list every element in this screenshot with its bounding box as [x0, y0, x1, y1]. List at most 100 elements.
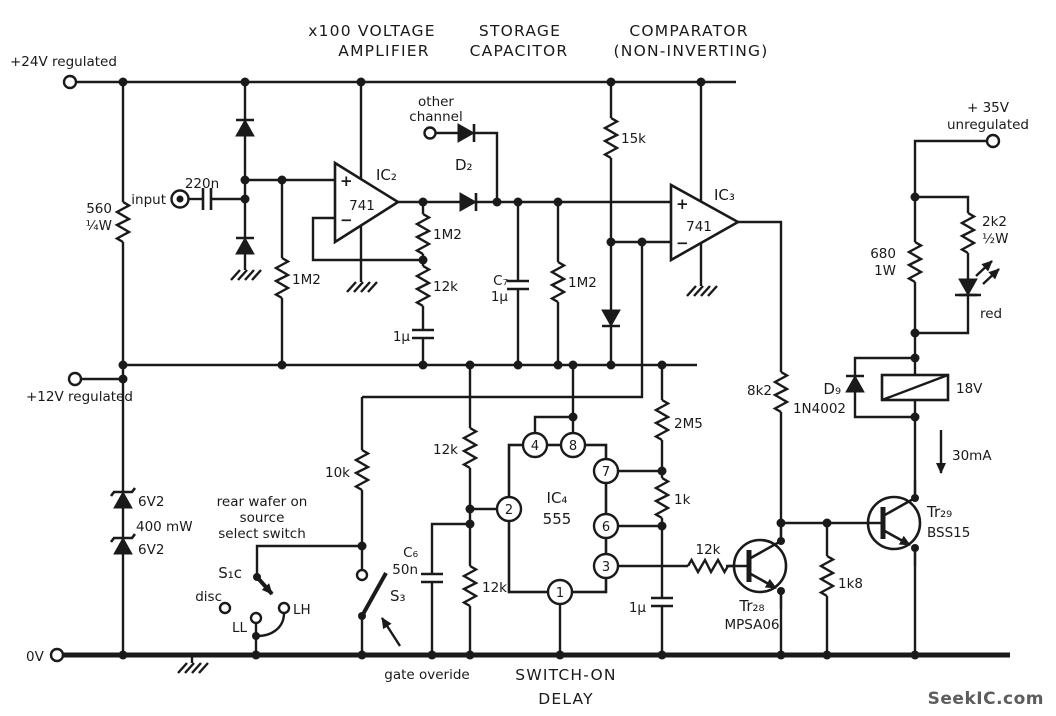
label-12k-drive: 12k	[696, 542, 721, 558]
clamp-diode-upper-icon	[234, 118, 256, 138]
heading-delay-2: DELAY	[538, 690, 594, 708]
ic3-name: IC₃	[714, 186, 735, 204]
label-tr28-part: MPSA06	[724, 617, 779, 633]
ic3-labels: + − 741 IC₃ 8k2 10k	[325, 186, 772, 481]
power-labels: +24V regulated +12V regulated + 35V unre…	[10, 54, 1029, 665]
label-6v2-2: 6V2	[138, 542, 164, 558]
label-2m5: 2M5	[674, 416, 703, 432]
label-12k-lower: 12k	[482, 580, 507, 596]
ground-icon	[345, 280, 379, 294]
label-12k-fb: 12k	[433, 279, 458, 295]
label-12v: +12V regulated	[26, 389, 133, 405]
label-s3: S₃	[390, 587, 406, 605]
other-channel-branch	[423, 122, 499, 202]
label-input: input	[131, 192, 166, 208]
label-15k: 15k	[621, 131, 646, 147]
label-8k2: 8k2	[747, 383, 772, 399]
heading-storage-1: STORAGE	[479, 22, 561, 40]
resistor-12k-drive	[686, 558, 730, 574]
ic2-plus: +	[340, 172, 353, 190]
ic3-plus: +	[676, 195, 689, 213]
label-note-3: select switch	[218, 526, 306, 542]
label-disc: disc	[195, 589, 222, 605]
switch-labels: S₁c disc LH LL rear wafer on source sele…	[195, 494, 470, 683]
mid-rail-12v	[67, 363, 697, 387]
label-c6: C₆	[403, 545, 418, 561]
label-gate-override: gate overide	[384, 667, 469, 683]
ground-icon	[685, 284, 719, 298]
watermark: SeekIC.com	[928, 689, 1044, 709]
zener-6v2-upper-icon	[109, 486, 137, 510]
junction-dots	[118, 77, 920, 660]
label-note-2: source	[240, 510, 285, 526]
label-tr29-part: BSS15	[927, 525, 970, 541]
label-tr28: Tr₂₈	[738, 597, 764, 615]
ic3-part: 741	[686, 219, 712, 235]
heading-amplifier-2: AMPLIFIER	[338, 42, 429, 60]
resistor-1m2-input	[274, 256, 290, 300]
diode-d2-icon	[456, 122, 476, 144]
driver-stage	[726, 480, 920, 655]
section-headings: x100 VOLTAGE AMPLIFIER STORAGE CAPACITOR…	[308, 22, 767, 708]
pin-3: 3	[602, 560, 610, 575]
label-35v-2: unregulated	[947, 117, 1029, 133]
diode-d9-icon	[844, 374, 866, 394]
heading-amplifier-1: x100 VOLTAGE	[308, 22, 436, 40]
label-2k2: 2k2	[982, 214, 1007, 230]
ic2-minus: −	[340, 211, 353, 229]
resistor-2m5	[654, 398, 670, 442]
left-column	[109, 82, 137, 655]
label-1m2-fb: 1M2	[433, 227, 462, 243]
resistor-12k-feedback	[415, 264, 431, 308]
label-relay-18v: 18V	[956, 381, 983, 397]
label-400mw: 400 mW	[136, 519, 193, 535]
pin-6: 6	[602, 520, 610, 535]
label-560: 560	[86, 201, 112, 217]
timer-labels: IC₄ 555 4 8 7 2 6 3 1 2M5 1k 1μ 12k 12k …	[392, 416, 720, 616]
label-tr29: Tr₂₉	[926, 503, 952, 521]
resistor-560	[115, 200, 131, 244]
label-d9: D₉	[823, 380, 841, 398]
label-1k8: 1k8	[838, 576, 863, 592]
storage-network	[362, 82, 671, 399]
capacitor-c6	[419, 572, 445, 584]
ic4-part: 555	[543, 510, 572, 528]
ic3-comparator	[669, 82, 789, 523]
output-column	[844, 133, 1001, 480]
label-note-1: rear wafer on	[217, 494, 308, 510]
resistor-1m2-bleed	[550, 260, 566, 304]
resistor-10k	[354, 448, 370, 492]
resistor-2k2	[960, 211, 976, 255]
resistor-680	[907, 240, 923, 284]
heading-comparator-1: COMPARATOR	[629, 22, 748, 40]
pin-1: 1	[556, 586, 564, 601]
label-220n: 220n	[185, 176, 219, 192]
label-24v: +24V regulated	[10, 54, 117, 70]
label-led-red: red	[980, 306, 1002, 322]
label-lh: LH	[293, 602, 311, 618]
label-d9-part: 1N4002	[793, 401, 846, 417]
label-10k: 10k	[325, 465, 350, 481]
clamp-diode-ref-icon	[600, 308, 622, 328]
switch-s3	[354, 397, 402, 655]
label-1u-fb: 1μ	[393, 329, 411, 345]
label-d2: D₂	[455, 156, 473, 174]
label-560-pwr: ¼W	[86, 218, 112, 234]
top-rail-24v	[62, 74, 736, 90]
label-1m2-input: 1M2	[292, 272, 321, 288]
capacitor-1u-feedback	[410, 328, 436, 340]
label-1k: 1k	[674, 492, 691, 508]
pin-7: 7	[602, 465, 610, 480]
label-s1c: S₁c	[218, 564, 242, 582]
switch-s1c	[218, 544, 362, 655]
ic2-part: 741	[349, 198, 375, 214]
pin-2: 2	[505, 503, 513, 518]
label-1u-timing: 1μ	[629, 600, 647, 616]
storage-labels: other channel D₂ C₇ 1μ 1M2 15k	[409, 94, 646, 305]
resistor-12k-lower	[462, 564, 478, 608]
ic3-minus: −	[676, 234, 689, 252]
ic2-labels: + − 741 IC₂ 1M2 12k 1μ	[340, 166, 462, 345]
label-ll: LL	[232, 620, 248, 636]
